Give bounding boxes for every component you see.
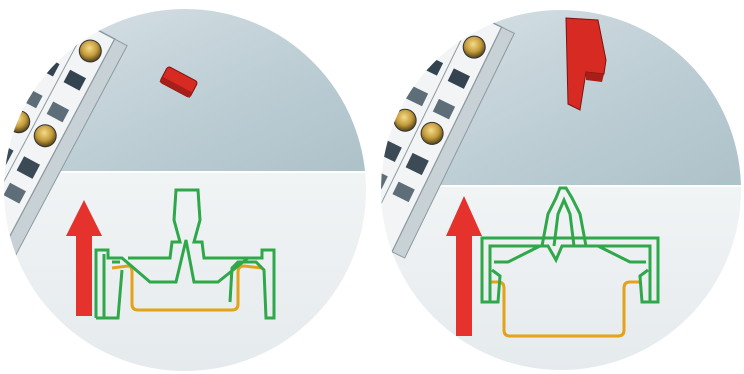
right-floor <box>380 186 744 374</box>
left-floor <box>0 172 372 374</box>
